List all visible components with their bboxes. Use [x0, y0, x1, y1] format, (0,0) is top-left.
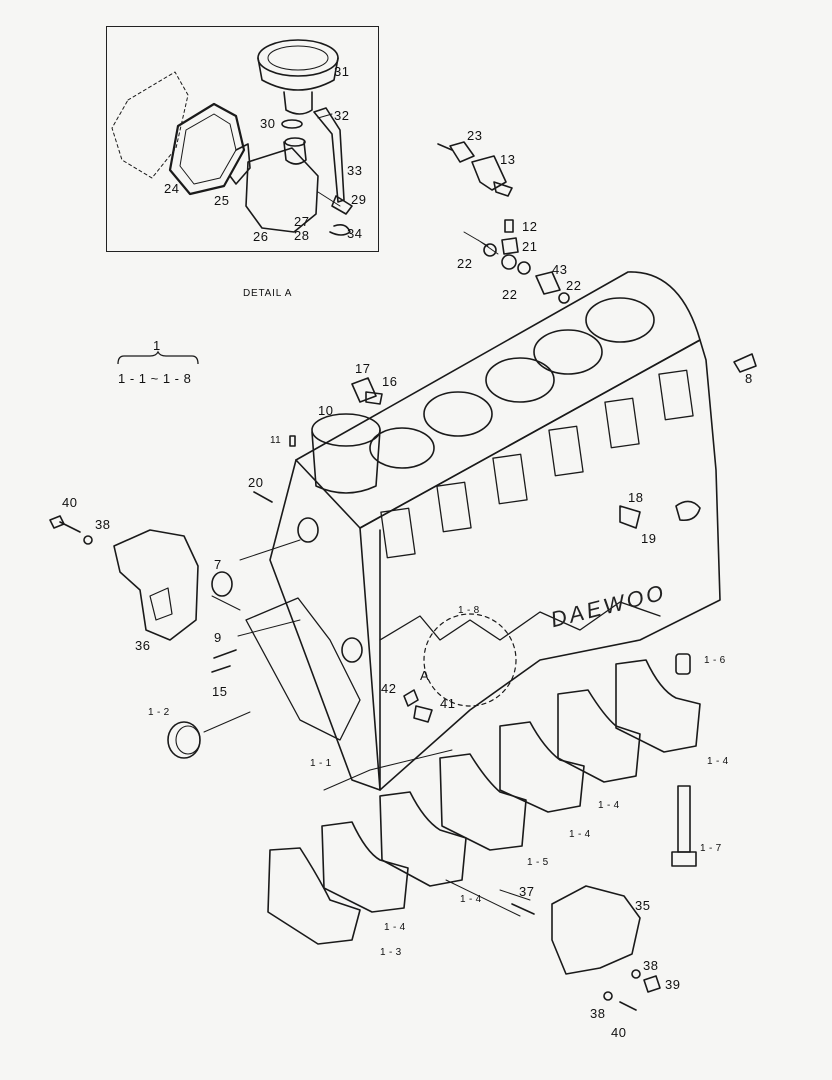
callout-12: 12 — [522, 219, 538, 234]
callout-24: 24 — [164, 181, 180, 196]
callout-22-bottom: 22 — [502, 287, 518, 302]
callout-27: 27 — [294, 214, 310, 229]
detail-a-frame — [106, 26, 379, 252]
callout-32: 32 — [334, 108, 350, 123]
callout-19: 19 — [641, 531, 657, 546]
callout-8: 8 — [745, 371, 753, 386]
callout-10: 10 — [318, 403, 334, 418]
callout-7: 7 — [214, 557, 222, 572]
callout-26: 26 — [253, 229, 269, 244]
callout-15: 15 — [212, 684, 228, 699]
detail-a-parts — [111, 39, 353, 236]
callout-41: 41 — [440, 696, 456, 711]
callout-1-3: 1 - 3 — [380, 947, 402, 958]
callout-20: 20 — [248, 475, 264, 490]
oil-pressure-fittings — [437, 141, 570, 304]
callout-1-7: 1 - 7 — [700, 843, 722, 854]
callout-29: 29 — [351, 192, 367, 207]
callout-1-6: 1 - 6 — [704, 655, 726, 666]
callout-38-left: 38 — [95, 517, 111, 532]
callout-31: 31 — [334, 64, 350, 79]
callout-42: 42 — [381, 681, 397, 696]
callout-1-1: 1 - 1 — [310, 758, 332, 769]
group-range: 1 - 1 ~ 1 - 8 — [118, 371, 192, 386]
callout-18: 18 — [628, 490, 644, 505]
callout-13: 13 — [500, 152, 516, 167]
callout-9: 9 — [214, 630, 222, 645]
callout-34: 34 — [347, 226, 363, 241]
group-number: 1 — [153, 338, 161, 353]
front-cover-parts — [49, 515, 433, 759]
callout-33: 33 — [347, 163, 363, 178]
callout-23: 23 — [467, 128, 483, 143]
callout-21: 21 — [522, 239, 538, 254]
cylinder-block — [245, 271, 757, 791]
callout-16: 16 — [382, 374, 398, 389]
main-bearing-caps — [211, 539, 701, 1011]
callout-43: 43 — [552, 262, 568, 277]
callout-40-bottom: 40 — [611, 1025, 627, 1040]
callout-1-4-e: 1 - 4 — [384, 922, 406, 933]
callout-38-right: 38 — [643, 958, 659, 973]
callout-1-8: 1 - 8 — [458, 605, 480, 616]
callout-17: 17 — [355, 361, 371, 376]
callout-22-left: 22 — [457, 256, 473, 271]
callout-1-5: 1 - 5 — [527, 857, 549, 868]
callout-30: 30 — [260, 116, 276, 131]
callout-39: 39 — [665, 977, 681, 992]
callout-1-4-d: 1 - 4 — [460, 894, 482, 905]
group-brace — [117, 350, 199, 365]
callout-40-left: 40 — [62, 495, 78, 510]
callout-36: 36 — [135, 638, 151, 653]
callout-11: 11 — [270, 435, 281, 446]
callout-25: 25 — [214, 193, 230, 208]
callout-37: 37 — [519, 884, 535, 899]
callout-1-2: 1 - 2 — [148, 707, 170, 718]
detail-a-title: DETAIL A — [243, 288, 293, 299]
callout-1-4-a: 1 - 4 — [707, 756, 729, 767]
callout-22-right: 22 — [566, 278, 582, 293]
callout-1-4-b: 1 - 4 — [598, 800, 620, 811]
callout-1-4-c: 1 - 4 — [569, 829, 591, 840]
callout-A: A — [420, 668, 430, 683]
callout-38-bottom: 38 — [590, 1006, 606, 1021]
callout-35: 35 — [635, 898, 651, 913]
callout-28: 28 — [294, 228, 310, 243]
